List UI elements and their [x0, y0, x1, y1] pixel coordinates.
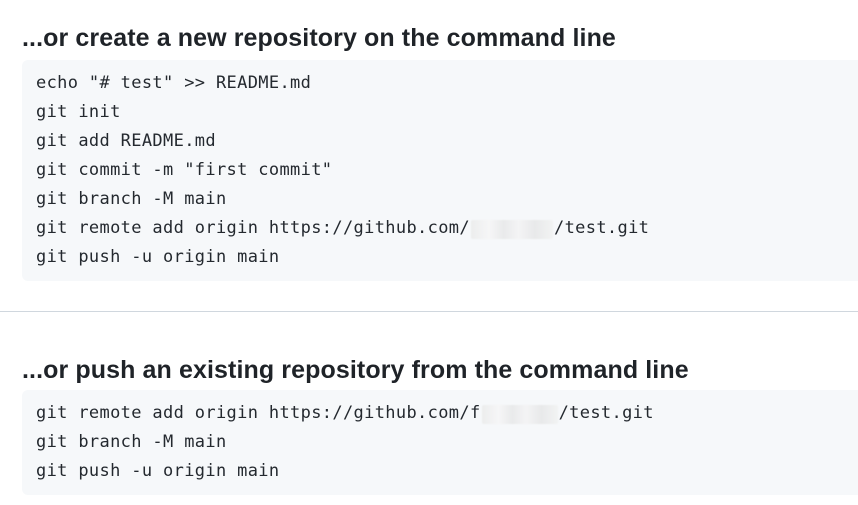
- code-text: /test.git: [558, 403, 654, 423]
- code-text: git init: [36, 102, 121, 122]
- code-line: git remote add origin https://github.com…: [36, 399, 856, 428]
- code-line: git init: [36, 98, 856, 127]
- code-text: git push -u origin main: [36, 461, 280, 481]
- code-line: git add README.md: [36, 127, 856, 156]
- code-text: git branch -M main: [36, 432, 227, 452]
- code-text: /test.git: [553, 218, 650, 238]
- redacted-username-blur: [470, 219, 553, 239]
- code-line: git commit -m "first commit": [36, 156, 856, 185]
- code-text: git branch -M main: [36, 189, 227, 209]
- code-line: echo "# test" >> README.md: [36, 69, 856, 98]
- code-text: git remote add origin https://github.com…: [36, 218, 470, 238]
- code-line: git remote add origin https://github.com…: [36, 214, 856, 243]
- code-line: git branch -M main: [36, 185, 856, 214]
- code-line: git push -u origin main: [36, 457, 856, 486]
- code-line: git push -u origin main: [36, 243, 856, 272]
- code-text: echo "# test" >> README.md: [36, 73, 312, 93]
- section-divider: [0, 311, 858, 312]
- code-text: git add README.md: [36, 131, 216, 151]
- create-repo-code-block: echo "# test" >> README.md git init git ad…: [22, 60, 858, 281]
- code-line: git branch -M main: [36, 428, 856, 457]
- create-repo-cli-heading: ...or create a new repository on the com…: [22, 24, 616, 52]
- redacted-username-blur: [481, 404, 558, 424]
- repo-setup-page: ...or create a new repository on the com…: [0, 24, 858, 495]
- code-text: git push -u origin main: [36, 247, 280, 267]
- push-existing-repo-heading: ...or push an existing repository from t…: [22, 356, 689, 384]
- code-text: git commit -m "first commit": [36, 160, 333, 180]
- push-existing-code-block: git remote add origin https://github.com…: [22, 390, 858, 495]
- code-text: git remote add origin https://github.com…: [36, 403, 481, 423]
